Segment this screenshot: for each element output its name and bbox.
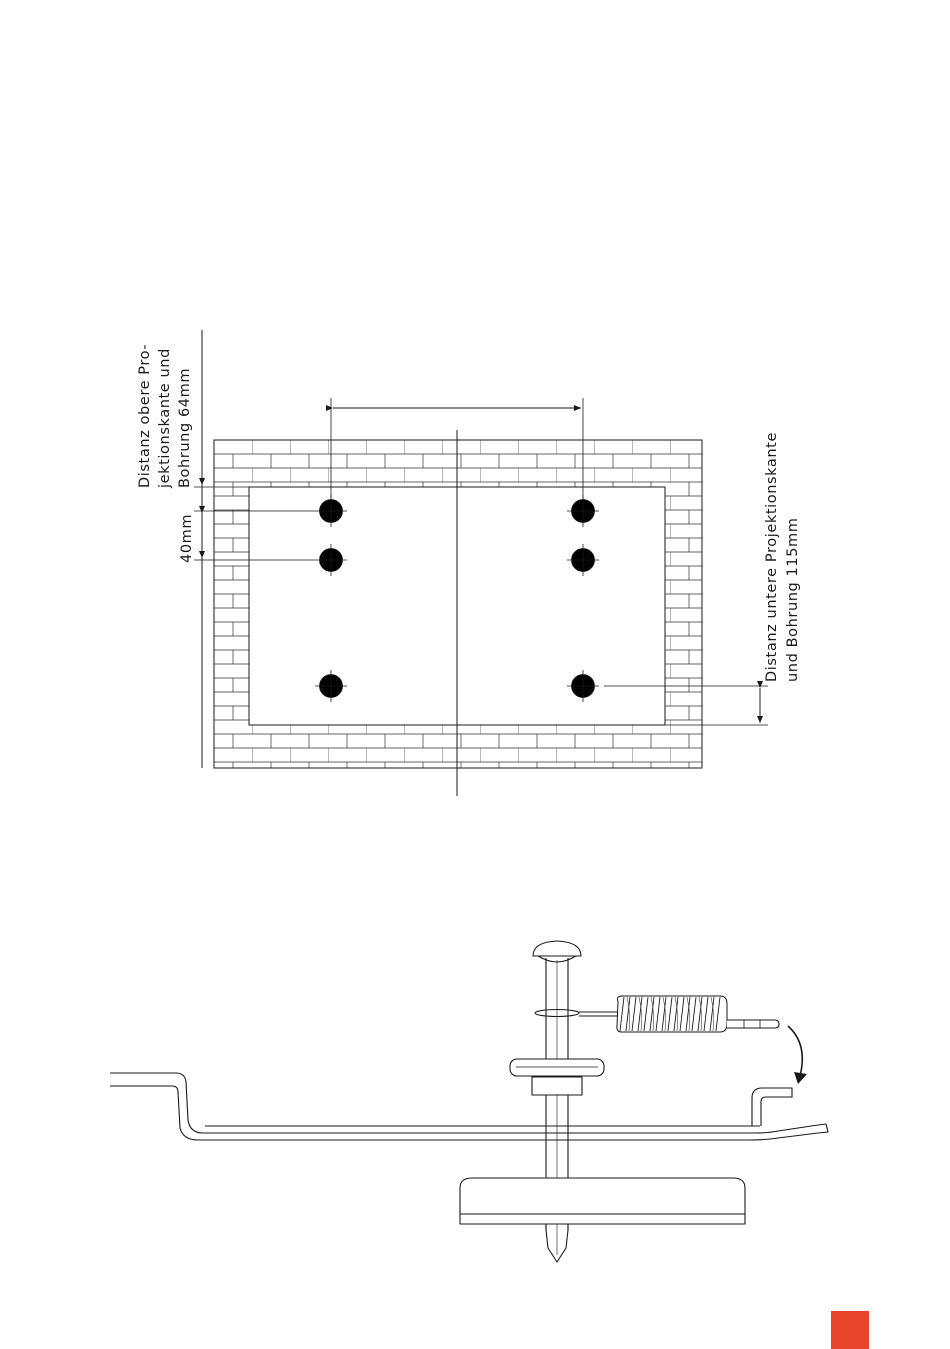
rail-hook: [752, 1088, 792, 1126]
wall-plan: Distanz obere Pro- jektionskante und Boh…: [137, 330, 801, 796]
bottom-distance-label-line1: Distanz untere Projektionskante: [764, 432, 780, 682]
top-distance-label-line1: Distanz obere Pro-: [137, 344, 153, 488]
bottom-distance-label-line2: und Bohrung 115mm: [785, 518, 801, 682]
hook-motion-arrow: [788, 1026, 802, 1076]
top-distance-label-line3: Bohrung 64mm: [177, 368, 193, 488]
bolt-head: [533, 941, 581, 956]
top-distance-label-line2: jektionskante und: [157, 348, 173, 489]
page-corner-marker: [831, 1311, 869, 1349]
spring-end-loop: [727, 1020, 779, 1028]
assembly-side-view: [110, 941, 828, 1262]
spacer-sleeve: [532, 1077, 582, 1095]
rail-end-tip: [818, 1124, 828, 1133]
coil-spring: [617, 996, 727, 1032]
spring-arm: [579, 1012, 618, 1016]
bracket-rail: [110, 1073, 818, 1140]
hole-spacing-label: 40mm: [179, 514, 195, 563]
hook-motion-arrowhead: [794, 1072, 807, 1084]
washer: [510, 1059, 604, 1076]
magnet-base: [460, 1178, 745, 1224]
